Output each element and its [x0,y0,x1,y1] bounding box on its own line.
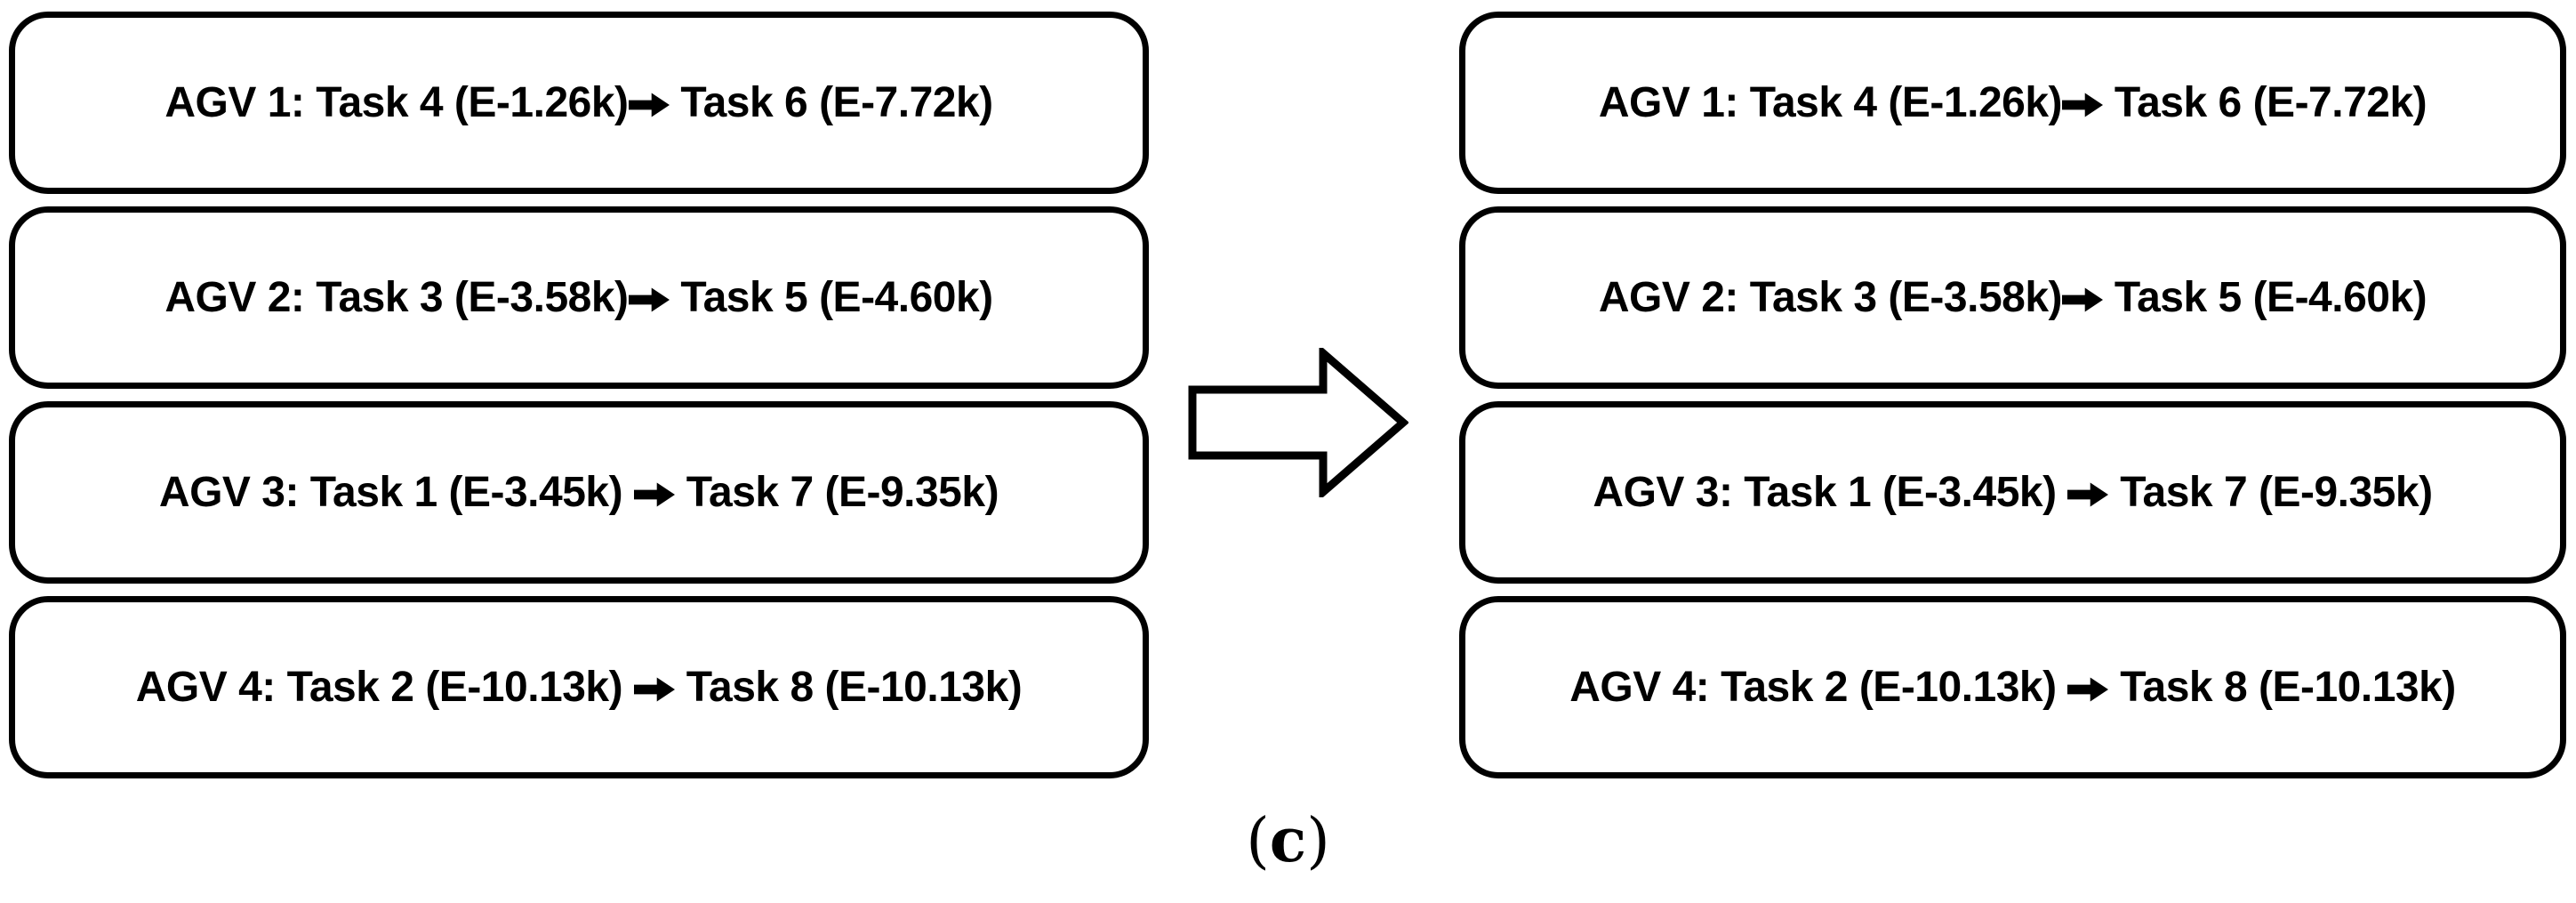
agv-3-box-right: AGV 3: Task 1 (E-3.45k) Task 7 (E-9.35k) [1459,401,2566,584]
agv-1-box-left: AGV 1: Task 4 (E-1.26k) Task 6 (E-7.72k) [9,12,1149,194]
task-text-after-arrow: Task 8 (E-10.13k) [2108,664,2456,711]
agv-4-assignment-text: AGV 4: Task 2 (E-10.13k) Task 8 (E-10.13… [136,663,1023,712]
agv-4-assignment-text: AGV 4: Task 2 (E-10.13k) Task 8 (E-10.13… [1569,663,2456,712]
caption-open-paren: ( [1246,806,1270,876]
task-sequence-arrow-icon [2067,677,2109,702]
task-text-before-arrow: AGV 2: Task 3 (E-3.58k) [165,274,629,321]
task-sequence-arrow-icon [633,482,675,507]
agv-2-assignment-text: AGV 2: Task 3 (E-3.58k) Task 5 (E-4.60k) [165,273,993,322]
agv-1-assignment-text: AGV 1: Task 4 (E-1.26k) Task 6 (E-7.72k) [165,78,993,127]
task-text-before-arrow: AGV 3: Task 1 (E-3.45k) [158,469,634,516]
task-text-after-arrow: Task 7 (E-9.35k) [674,469,999,516]
task-sequence-arrow-icon [2062,287,2104,312]
task-text-before-arrow: AGV 3: Task 1 (E-3.45k) [1593,469,2068,516]
task-sequence-arrow-icon [633,677,675,702]
task-sequence-arrow-icon [628,287,670,312]
task-text-before-arrow: AGV 4: Task 2 (E-10.13k) [135,664,634,711]
agv-4-box-left: AGV 4: Task 2 (E-10.13k) Task 8 (E-10.13… [9,596,1149,778]
agv-schedule-column-left: AGV 1: Task 4 (E-1.26k) Task 6 (E-7.72k)… [9,12,1149,778]
agv-3-box-left: AGV 3: Task 1 (E-3.45k) Task 7 (E-9.35k) [9,401,1149,584]
caption-close-paren: ) [1306,806,1330,876]
caption-letter: c [1269,805,1307,876]
agv-2-assignment-text: AGV 2: Task 3 (E-3.58k) Task 5 (E-4.60k) [1598,273,2428,322]
agv-2-box-left: AGV 2: Task 3 (E-3.58k) Task 5 (E-4.60k) [9,206,1149,389]
agv-1-box-right: AGV 1: Task 4 (E-1.26k) Task 6 (E-7.72k) [1459,12,2566,194]
task-text-after-arrow: Task 5 (E-4.60k) [669,274,993,321]
task-text-after-arrow: Task 6 (E-7.72k) [669,79,993,126]
task-text-after-arrow: Task 7 (E-9.35k) [2108,469,2433,516]
task-text-after-arrow: Task 8 (E-10.13k) [674,664,1023,711]
transformation-block-arrow-icon [1188,348,1408,497]
task-text-before-arrow: AGV 1: Task 4 (E-1.26k) [165,79,629,126]
subfigure-caption: (c) [0,808,2576,875]
task-text-before-arrow: AGV 2: Task 3 (E-3.58k) [1598,274,2063,321]
agv-schedule-column-right: AGV 1: Task 4 (E-1.26k) Task 6 (E-7.72k)… [1459,12,2566,778]
task-sequence-arrow-icon [2062,93,2104,117]
task-text-after-arrow: Task 5 (E-4.60k) [2103,274,2428,321]
task-text-before-arrow: AGV 1: Task 4 (E-1.26k) [1598,79,2063,126]
agv-1-assignment-text: AGV 1: Task 4 (E-1.26k) Task 6 (E-7.72k) [1598,78,2428,127]
agv-3-assignment-text: AGV 3: Task 1 (E-3.45k) Task 7 (E-9.35k) [159,468,999,517]
agv-4-box-right: AGV 4: Task 2 (E-10.13k) Task 8 (E-10.13… [1459,596,2566,778]
task-sequence-arrow-icon [628,93,670,117]
task-sequence-arrow-icon [2067,482,2109,507]
task-text-before-arrow: AGV 4: Task 2 (E-10.13k) [1569,664,2068,711]
agv-2-box-right: AGV 2: Task 3 (E-3.58k) Task 5 (E-4.60k) [1459,206,2566,389]
agv-3-assignment-text: AGV 3: Task 1 (E-3.45k) Task 7 (E-9.35k) [1593,468,2433,517]
task-text-after-arrow: Task 6 (E-7.72k) [2103,79,2428,126]
